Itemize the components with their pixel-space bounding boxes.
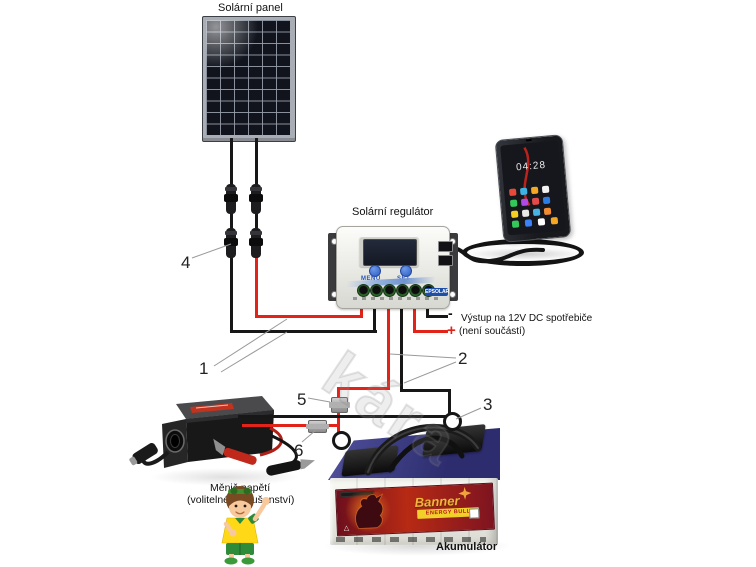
clip-wire-red (259, 426, 283, 457)
wire-inverter-positive (242, 424, 339, 427)
wire-load-positive-drop (413, 300, 416, 333)
alligator-clip-red (213, 438, 257, 465)
dc-output-plus-sign: + (447, 322, 456, 339)
inverter-shadow (150, 468, 300, 486)
menu-button-label: MENU (361, 276, 381, 282)
battery-label: Akumulátor (436, 541, 498, 553)
solar-regulator-image: MENU SET EPSOLAR (336, 226, 453, 309)
solar-panel-label: Solární panel (218, 2, 283, 14)
battery-handle (364, 423, 482, 476)
battery-vent-row (336, 537, 486, 542)
bull-illustration (355, 493, 384, 529)
mc4-connector-upper-left (224, 184, 238, 214)
wire-pv-positive-vertical (255, 251, 258, 317)
callout-5: 5 (297, 390, 307, 409)
callout-3: 3 (483, 395, 493, 414)
solar-panel-image (202, 16, 296, 142)
battery-label-band: Banner ENERGY BULL △ (335, 482, 495, 537)
usb-port-2 (438, 255, 453, 266)
set-button[interactable] (400, 265, 412, 277)
alligator-clip-black (266, 459, 315, 476)
wire-load-negative-stub (426, 315, 448, 318)
fuse-holder-inverter-lead (306, 420, 329, 433)
cartoon-boy-illustration (221, 486, 270, 565)
menu-button[interactable] (369, 265, 381, 277)
smartphone-image: 04:28 (494, 134, 572, 243)
regulator-lcd-screen (363, 239, 417, 266)
regulator-label: Solární regulátor (352, 206, 434, 218)
phone-screen: 04:28 (500, 140, 566, 236)
terminal-load-positive (409, 284, 422, 297)
mc4-connector-lower-left (224, 228, 238, 258)
dc-output-line2: (není součástí) (459, 326, 526, 337)
wire-battery-positive-vertical (337, 387, 340, 439)
wire-battery-negative-horizontal (400, 389, 451, 392)
inverter-image (129, 396, 315, 476)
mc4-connector-lower-right (249, 228, 263, 258)
callout-4: 4 (181, 253, 191, 272)
terminal-pv-positive (357, 284, 370, 297)
solar-panel-cells (206, 20, 290, 135)
fuse-holder-battery-lead (329, 397, 350, 413)
regulator-lcd-bezel (359, 236, 419, 267)
terminal-icon-row (353, 297, 439, 300)
usb-cable (448, 244, 545, 264)
terminal-battery-negative (396, 284, 409, 297)
usb-port-1 (438, 241, 453, 252)
dc-output-line1: Výstup na 12V DC spotřebiče (461, 313, 593, 324)
callout-6: 6 (294, 441, 304, 460)
mc4-connector-upper-right (249, 184, 263, 214)
terminal-pv-negative (370, 284, 383, 297)
wire-inverter-negative (238, 415, 450, 418)
ring-terminal-negative (443, 412, 462, 431)
wire-battery-negative-vertical (448, 389, 451, 417)
wire-pv-negative-riser (373, 300, 376, 332)
terminal-battery-positive (383, 284, 396, 297)
dc-output-minus-sign: - (448, 305, 453, 321)
wire-battery-positive-horizontal (337, 387, 390, 390)
wire-pv-positive-horizontal (255, 315, 363, 318)
callout-1: 1 (199, 359, 209, 378)
phone-shadow (470, 248, 580, 260)
wire-pv-negative-horizontal (230, 330, 377, 333)
callout-2: 2 (458, 349, 468, 368)
car-plug (129, 443, 158, 466)
wire-load-positive-stub (413, 330, 448, 333)
wire-battery-negative-drop (400, 300, 403, 392)
regulator-brand-badge: EPSOLAR (425, 288, 450, 296)
wire-battery-positive-drop (387, 300, 390, 390)
ring-terminal-positive (332, 431, 351, 450)
